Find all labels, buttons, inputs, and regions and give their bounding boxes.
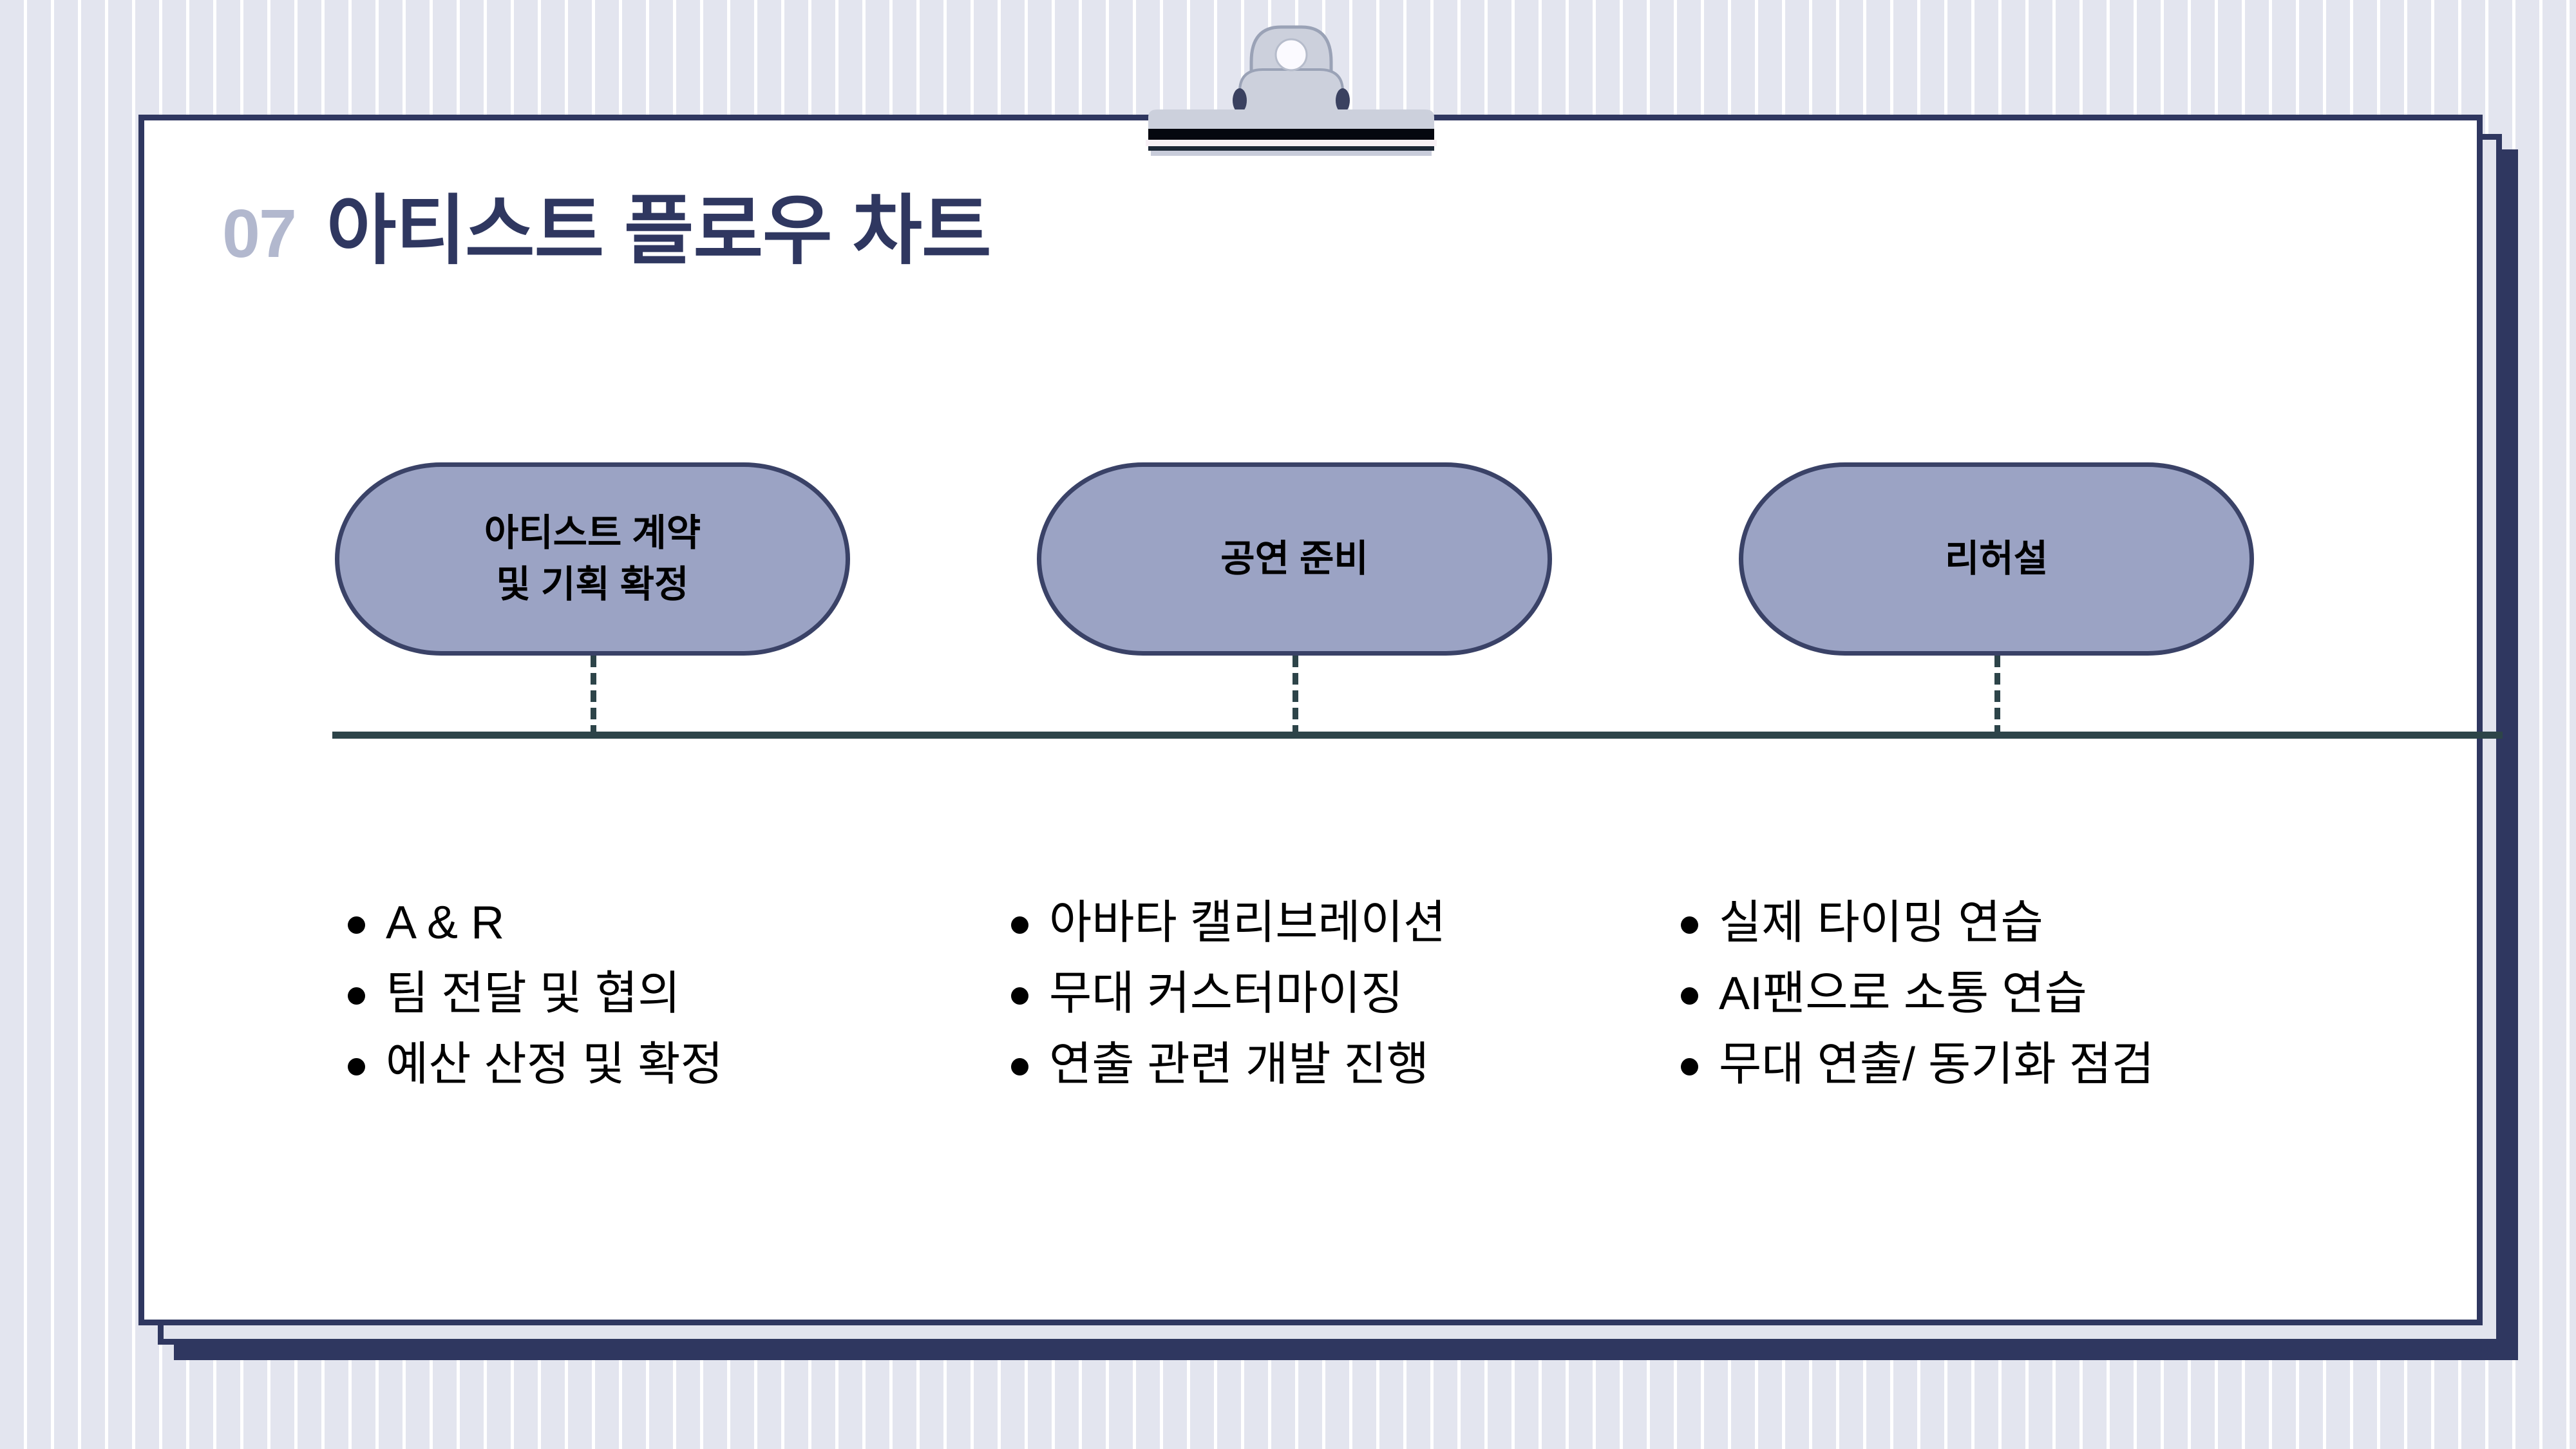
bullet-dot-icon [1681,987,1698,1005]
flow-stage-label-line: 리허설 [1944,537,2049,580]
page-title: 07 아티스트 플로우 차트 [222,189,992,274]
flow-stage-label-line: 아티스트 계약 [484,511,701,554]
list-item-label: AI팬으로 소통 연습 [1719,967,2087,1019]
bullet-dot-icon [1011,916,1028,934]
bullet-dot-icon [348,916,365,934]
bullet-dot-icon [1011,1057,1028,1075]
list-item-label: 실제 타이밍 연습 [1719,897,2043,949]
bullet-dot-icon [1681,916,1698,934]
stage-detail-list-1: 아바타 캘리브레이션 무대 커스터마이징 연출 관련 개발 진행 [1011,895,1623,1107]
list-item: 팀 전달 및 협의 [348,966,927,1023]
flow-stage-pill-2[interactable]: 리허설 [1739,462,2254,656]
list-item-label: 무대 커스터마이징 [1049,967,1403,1019]
list-item-label: 아바타 캘리브레이션 [1049,897,1446,949]
stage-connector-line-1 [1293,656,1298,737]
flow-stage-pill-1[interactable]: 공연 준비 [1037,462,1552,656]
slide-number: 07 [222,196,297,272]
stage-detail-list-2: 실제 타이밍 연습 AI팬으로 소통 연습 무대 연출/ 동기화 점검 [1681,895,2325,1107]
stage-detail-list-0: A & R 팀 전달 및 협의 예산 산정 및 확정 [348,895,927,1107]
list-item: 연출 관련 개발 진행 [1011,1037,1623,1094]
flow-stage-pill-0[interactable]: 아티스트 계약 및 기획 확정 [335,462,850,656]
bullet-dot-icon [348,987,365,1005]
list-item-label: 팀 전달 및 협의 [386,967,681,1019]
flow-stage-label-line: 공연 준비 [1220,537,1368,580]
list-item: AI팬으로 소통 연습 [1681,966,2325,1023]
list-item: 예산 산정 및 확정 [348,1037,927,1094]
list-item: 실제 타이밍 연습 [1681,895,2325,952]
list-item: A & R [348,895,927,952]
slide-title-text: 아티스트 플로우 차트 [326,189,992,274]
bullet-dot-icon [1011,987,1028,1005]
slide-card [138,115,2483,1325]
stage-connector-line-2 [1994,656,2000,737]
bullet-dot-icon [1681,1057,1698,1075]
list-item: 무대 커스터마이징 [1011,966,1623,1023]
timeline-axis [332,732,2503,739]
stage-connector-line-0 [591,656,596,737]
bullet-dot-icon [348,1057,365,1075]
clipboard-clip-icon [1143,0,1439,161]
flow-stage-label-line: 및 기획 확정 [496,564,689,605]
list-item-label: A & R [386,897,505,949]
list-item-label: 무대 연출/ 동기화 점검 [1719,1038,2155,1090]
list-item: 무대 연출/ 동기화 점검 [1681,1037,2325,1094]
list-item: 아바타 캘리브레이션 [1011,895,1623,952]
list-item-label: 연출 관련 개발 진행 [1049,1038,1429,1090]
list-item-label: 예산 산정 및 확정 [386,1038,723,1090]
